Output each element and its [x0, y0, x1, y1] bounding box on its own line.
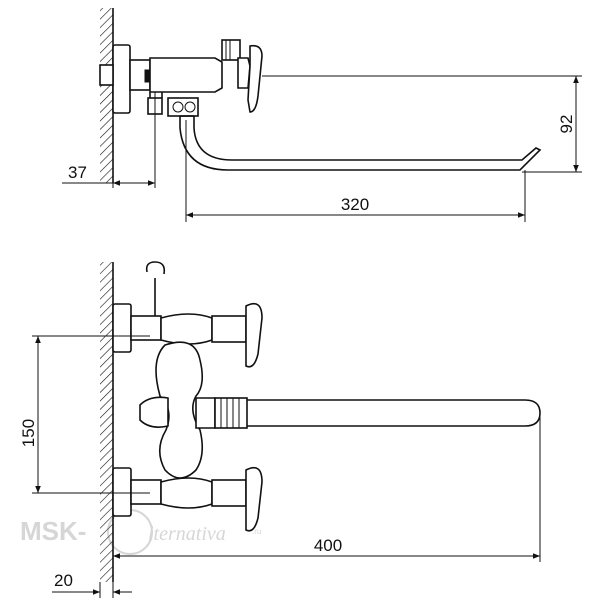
dim-wall-thickness: 20: [54, 571, 73, 590]
valve-body-lower: [160, 477, 213, 509]
dim-inlet-spacing: 150: [19, 419, 38, 447]
outlet-hole-left: [172, 101, 184, 113]
diverter-knob-lines: [225, 40, 231, 60]
valve-handle-upper: [245, 302, 263, 368]
mixer-body-top: [149, 57, 223, 93]
side-view: 92 320 37: [62, 8, 582, 222]
escutcheon-lower: [112, 467, 132, 517]
shower-hook-icon: [145, 261, 166, 275]
connector-lower: [130, 479, 162, 505]
spout-outline-top: [179, 116, 542, 171]
diverter-left: [139, 396, 169, 428]
watermark-suffix: .ru: [252, 527, 261, 536]
outlet-hole-right: [184, 101, 196, 113]
dim-spout-height: 92: [557, 115, 576, 134]
escutcheon-top: [112, 44, 131, 114]
wall-pipe-top: [99, 64, 114, 86]
watermark-mark: lternativa: [148, 523, 226, 545]
dim-total-length: 400: [314, 536, 342, 555]
spout-nut-knurl: [220, 398, 240, 428]
escutcheon-upper: [112, 303, 132, 353]
valve-head-lower: [211, 479, 247, 507]
spout-nut: [214, 397, 248, 429]
watermark: MSK- lternativa .ru: [20, 509, 261, 555]
outlet-collar: [195, 397, 216, 429]
valve-handle-top: [247, 44, 263, 113]
wall-section-bottom: [100, 262, 113, 582]
valve-head-upper: [211, 315, 247, 343]
dim-depth-from-wall: 37: [68, 163, 87, 182]
valve-body-upper: [160, 313, 213, 345]
front-view: 150 400 20: [19, 261, 541, 598]
diverter-knob-top: [221, 39, 241, 61]
watermark-brand: MSK-: [20, 516, 86, 546]
spout-outline-front: [247, 399, 541, 427]
wall-section-top: [100, 8, 113, 183]
body-link-lines: [149, 92, 163, 98]
dim-spout-reach: 320: [341, 195, 369, 214]
valve-handle-lower: [245, 466, 263, 532]
